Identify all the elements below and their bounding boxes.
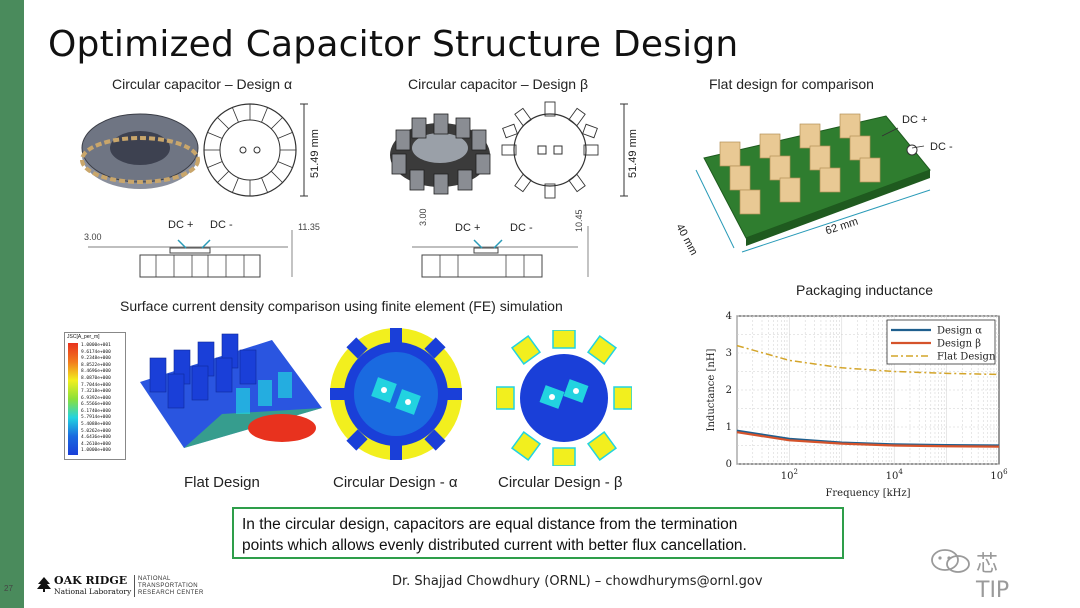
beta-top-view xyxy=(501,101,599,199)
fe-legend-value: 4.6436e+000 xyxy=(81,435,111,441)
alpha-top-view xyxy=(203,103,297,197)
beta-dc-plus: DC + xyxy=(455,222,481,234)
flat-dc-plus: DC + xyxy=(902,114,928,126)
ornl-logo-text-2: National Laboratory xyxy=(54,587,132,596)
flat-dc-minus: DC - xyxy=(930,141,953,153)
fe-legend-colorbar xyxy=(68,343,78,455)
x-tick-label: 104 xyxy=(886,468,904,482)
y-tick-label: 1 xyxy=(726,422,732,433)
oak-tree-icon xyxy=(37,577,51,592)
ornl-logo: OAK RIDGE National Laboratory NATIONAL T… xyxy=(36,574,206,600)
y-tick-label: 2 xyxy=(726,385,732,396)
fe-legend-value: 9.6174e+000 xyxy=(81,349,111,355)
fe-legend-value: 9.2348e+000 xyxy=(81,356,111,362)
fe-legend-value: 8.0870e+000 xyxy=(81,375,111,381)
design-beta-caption: Circular capacitor – Design β xyxy=(408,76,589,92)
series-line xyxy=(736,429,1000,447)
design-beta-figure xyxy=(390,101,628,278)
fe-legend-value: 5.0262e+000 xyxy=(81,428,111,434)
fe-legend-value: 4.2610e+000 xyxy=(81,441,111,447)
series-line xyxy=(736,431,1000,448)
presenter-footer: Dr. Shajjad Chowdhury (ORNL) – chowdhury… xyxy=(392,574,763,589)
x-tick-label: 106 xyxy=(990,468,1008,482)
fe-legend-value: 5.7914e+000 xyxy=(81,415,111,421)
fe-legend-value: 6.9392e+000 xyxy=(81,395,111,401)
beta-height-left: 3.00 xyxy=(418,208,428,226)
fe-legend-value: 6.5566e+000 xyxy=(81,402,111,408)
y-tick-label: 0 xyxy=(726,459,732,470)
beta-height-right: 10.45 xyxy=(574,209,584,232)
beta-3d-ring xyxy=(390,113,491,195)
y-tick-label: 4 xyxy=(726,311,732,322)
fe-legend-value: 1.0000e+001 xyxy=(81,343,111,348)
alpha-height-right: 11.35 xyxy=(298,222,320,232)
beta-side-view xyxy=(412,226,589,278)
x-tick-label: 102 xyxy=(781,468,798,482)
ntrc-logo-text: NATIONAL TRANSPORTATION RESEARCH CENTER xyxy=(138,576,204,597)
beta-dc-minus: DC - xyxy=(510,222,533,234)
fe-legend-value: 8.8522e+000 xyxy=(81,362,111,368)
callout-line-2: points which allows evenly distributed c… xyxy=(242,537,747,554)
fe-label-circular-alpha: Circular Design - α xyxy=(333,474,458,491)
design-alpha-figure xyxy=(80,103,308,278)
design-alpha-caption: Circular capacitor – Design α xyxy=(112,76,293,92)
alpha-diameter-label: 51.49 mm xyxy=(309,129,321,178)
fe-label-circular-beta: Circular Design - β xyxy=(498,474,623,491)
fe-legend-value: 1.0000e+000 xyxy=(81,448,111,454)
alpha-side-view xyxy=(88,230,293,278)
alpha-dc-plus: DC + xyxy=(168,219,194,231)
series-line xyxy=(736,344,1000,376)
flat-design-figure xyxy=(695,113,931,253)
callout-line-1: In the circular design, capacitors are e… xyxy=(242,516,738,533)
legend-entry: Design β xyxy=(937,339,981,350)
fe-legend-value: 7.7044e+000 xyxy=(81,382,111,388)
fe-legend-value: 7.3218e+000 xyxy=(81,389,111,395)
fe-legend-title: JSC[A_per_m] xyxy=(67,334,100,340)
fe-legend-value: 6.1740e+000 xyxy=(81,408,111,414)
conclusion-callout: In the circular design, capacitors are e… xyxy=(232,507,844,559)
flat-design-caption: Flat design for comparison xyxy=(709,76,874,92)
watermark-text: 芯TIP xyxy=(976,552,1010,603)
legend-entry: Design α xyxy=(937,326,982,337)
y-axis-label: Inductance [nH] xyxy=(706,348,717,431)
fe-circular-beta-image xyxy=(496,330,632,466)
alpha-height-left: 3.00 xyxy=(84,232,102,242)
ornl-logo-text-1: OAK RIDGE xyxy=(54,574,128,587)
slide-number: 27 xyxy=(4,584,13,593)
y-tick-label: 3 xyxy=(726,348,732,359)
fe-flat-image xyxy=(140,333,322,448)
logo-divider xyxy=(134,575,135,597)
beta-diameter-label: 51.49 mm xyxy=(627,129,639,178)
fe-section-caption: Surface current density comparison using… xyxy=(120,298,563,314)
wechat-icon xyxy=(931,549,970,573)
fe-circular-alpha-image xyxy=(330,328,462,460)
alpha-3d-ring xyxy=(80,113,200,189)
legend-entry: Flat Design xyxy=(937,352,996,363)
alpha-dc-minus: DC - xyxy=(210,219,233,231)
slide-side-bar xyxy=(0,0,24,608)
ntrc-line-1: NATIONAL xyxy=(138,576,171,582)
x-axis-label: Frequency [kHz] xyxy=(825,488,910,499)
ntrc-line-2: TRANSPORTATION xyxy=(138,583,198,589)
fe-legend-value: 5.4088e+000 xyxy=(81,422,111,428)
ntrc-line-3: RESEARCH CENTER xyxy=(138,590,204,596)
chart-section-title: Packaging inductance xyxy=(796,282,933,298)
fe-legend-value: 8.4696e+000 xyxy=(81,369,111,375)
slide-title: Optimized Capacitor Structure Design xyxy=(48,24,739,65)
fe-label-flat: Flat Design xyxy=(184,474,260,491)
